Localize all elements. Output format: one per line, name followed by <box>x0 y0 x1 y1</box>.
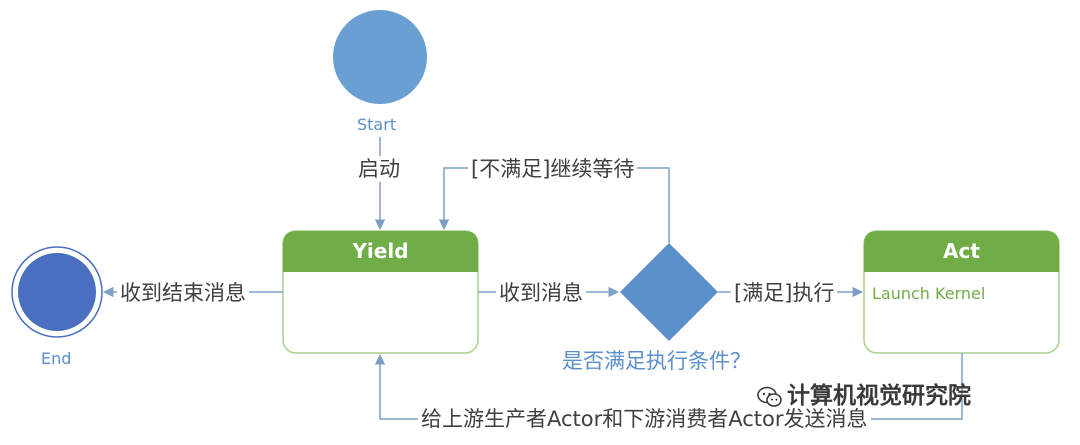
edge-label-start: 启动 <box>355 156 403 182</box>
decision-question: 是否满足执行条件？ <box>562 349 751 373</box>
edge-label-satisfied: [满足]执行 <box>731 280 838 306</box>
end-label: End <box>41 349 72 368</box>
edge-label-send-msg: 给上游生产者Actor和下游消费者Actor发送消息 <box>418 406 871 432</box>
end-node <box>18 253 96 331</box>
yield-state-title: Yield <box>352 239 409 263</box>
yield-state-header <box>283 231 478 272</box>
watermark-text: 计算机视觉研究院 <box>787 383 971 409</box>
end-node-outer-ring <box>11 246 103 338</box>
edge-label-not-satisfied: [不满足]继续等待 <box>468 156 638 182</box>
start-node <box>333 10 427 104</box>
act-state-title: Act <box>943 239 980 263</box>
edge-label-receive-end: 收到结束消息 <box>117 280 249 306</box>
decision-diamond <box>620 243 718 341</box>
wechat-icon <box>757 386 782 407</box>
act-activity-label: Launch Kernel <box>872 284 986 303</box>
start-label: Start <box>357 115 397 134</box>
act-state-header <box>864 231 1059 272</box>
edge-label-receive-msg: 收到消息 <box>496 280 586 306</box>
